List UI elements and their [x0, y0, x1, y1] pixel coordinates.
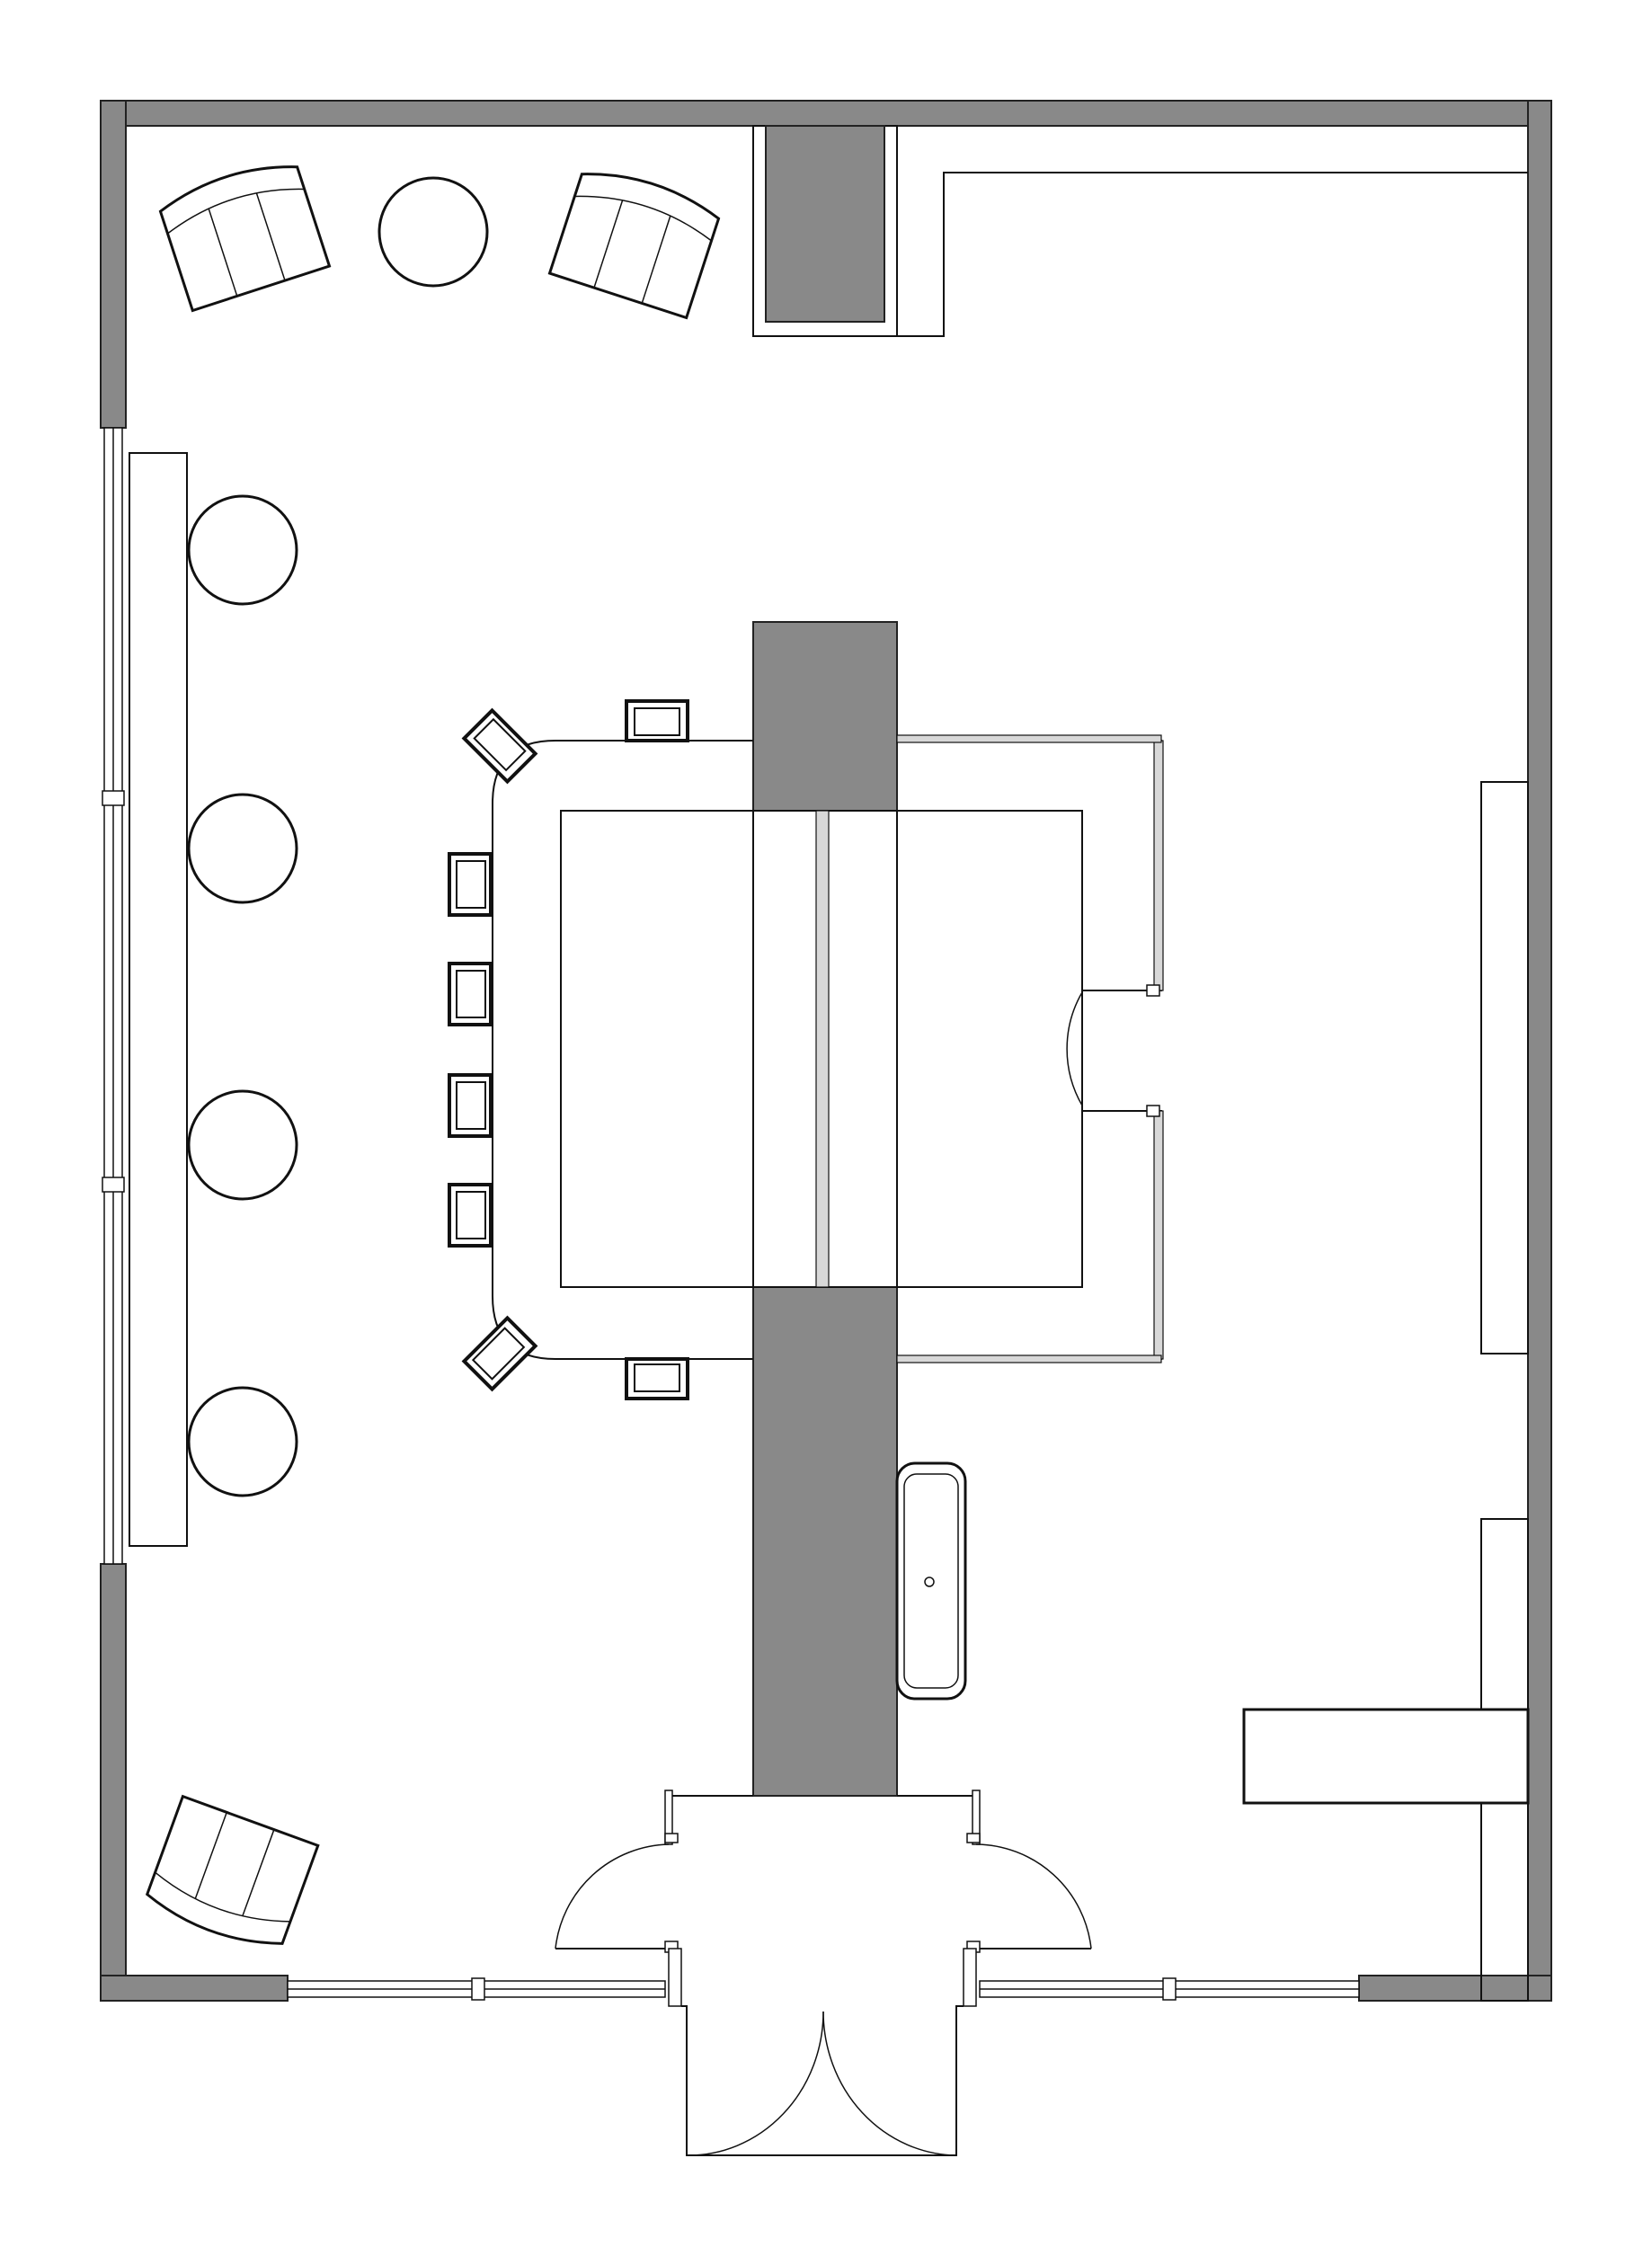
round-table: [187, 494, 298, 606]
window-bench: [129, 452, 188, 1547]
side-counter: [1242, 1708, 1530, 1805]
round-table: [187, 1089, 298, 1201]
left-window: [102, 427, 125, 1565]
structural-core: [752, 621, 898, 1797]
bottom-window-left: [287, 1977, 666, 2001]
wall-bottom-left: [100, 1975, 289, 2002]
wall-left-lower: [100, 1563, 127, 2002]
top-core-nook: [752, 125, 1528, 337]
dining-chair: [625, 1357, 689, 1400]
armchair: [547, 173, 721, 320]
wall-shelves: [1480, 781, 1529, 2002]
armchair: [158, 165, 332, 313]
dining-chair: [448, 852, 493, 917]
bottom-window-right: [979, 1977, 1360, 2001]
double-entry-doors: [555, 1843, 1092, 2156]
dining-chair: [448, 1073, 493, 1138]
dining-chair: [461, 707, 538, 785]
round-table: [377, 176, 489, 288]
exterior-walls: [100, 100, 1552, 2002]
round-table: [187, 793, 298, 904]
bathtub: [895, 1461, 967, 1701]
round-tables: [187, 176, 489, 1497]
dining-chair: [461, 1315, 538, 1392]
armchair: [145, 1794, 320, 1945]
round-table: [187, 1386, 298, 1497]
dining-chair: [625, 699, 689, 742]
dining-chairs: [448, 699, 689, 1400]
dining-chair: [448, 1183, 493, 1248]
wall-right: [1527, 100, 1552, 2002]
lounge-armchairs: [145, 165, 721, 1945]
conference-table: [492, 734, 1164, 1363]
wall-left-upper: [100, 100, 127, 429]
side-door: [1066, 984, 1160, 1117]
wall-top: [100, 100, 1552, 127]
dining-chair: [448, 962, 493, 1026]
entry-vestibule: [664, 1790, 981, 1845]
wall-bottom-right: [1358, 1975, 1552, 2002]
